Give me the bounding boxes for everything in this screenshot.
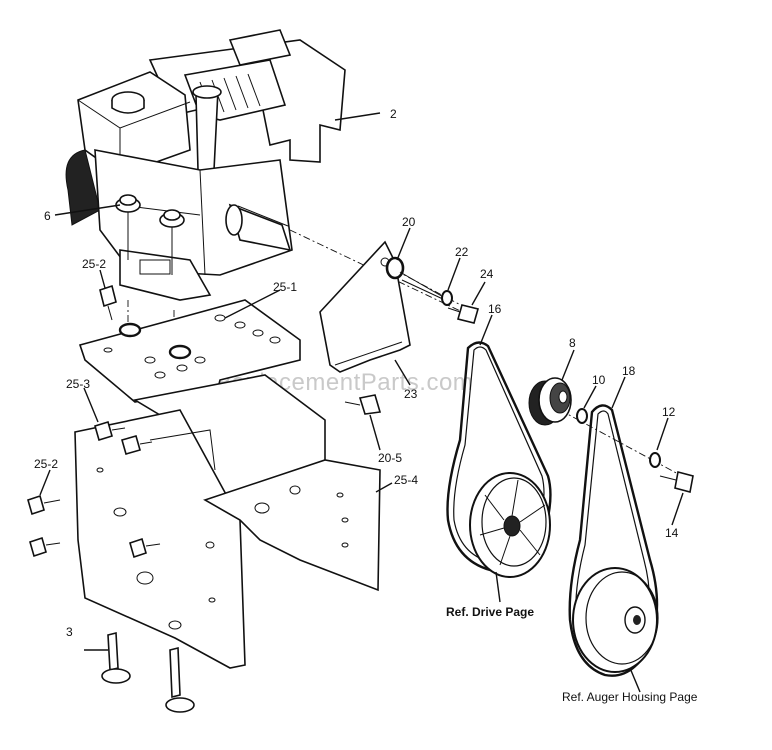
callout-25-4: 25-4 xyxy=(394,473,418,487)
engine xyxy=(65,29,346,301)
bolt-14 xyxy=(659,471,694,493)
callout-25-1: 25-1 xyxy=(273,280,297,294)
bottom-bolts xyxy=(101,631,195,713)
frame-panel xyxy=(74,374,381,669)
callout-25-2-upper: 25-2 xyxy=(82,257,106,271)
callout-22: 22 xyxy=(455,245,469,259)
washer-12 xyxy=(649,452,661,468)
callout-12: 12 xyxy=(662,405,676,419)
frame-bolts xyxy=(27,420,161,559)
engine-mount-plate xyxy=(78,299,301,411)
callout-8: 8 xyxy=(569,336,576,350)
callout-18: 18 xyxy=(622,364,636,378)
callout-20-5: 20-5 xyxy=(378,451,402,465)
engine-mount-studs xyxy=(115,194,185,275)
callout-23: 23 xyxy=(404,387,418,401)
drive-pulley xyxy=(469,472,551,578)
bolt-24 xyxy=(447,304,479,324)
callout-24: 24 xyxy=(480,267,494,281)
callout-25-2-lower: 25-2 xyxy=(34,457,58,471)
washer-10 xyxy=(576,408,588,424)
washer-20 xyxy=(385,256,405,280)
callout-14: 14 xyxy=(665,526,679,540)
bolt-25-2-upper xyxy=(99,284,117,321)
auger-pulley xyxy=(572,567,659,673)
callout-2: 2 xyxy=(390,107,397,121)
callout-10: 10 xyxy=(592,373,606,387)
bolt-20-5 xyxy=(344,394,382,415)
callout-16: 16 xyxy=(488,302,502,316)
washer-22 xyxy=(441,290,453,306)
leader-lines xyxy=(39,112,684,693)
ref-drive-page: Ref. Drive Page xyxy=(446,605,534,619)
engine-pulley-8 xyxy=(528,377,572,426)
callout-20: 20 xyxy=(402,215,416,229)
ref-auger-housing-page: Ref. Auger Housing Page xyxy=(562,690,698,704)
callout-6: 6 xyxy=(44,209,51,223)
callout-25-3: 25-3 xyxy=(66,377,90,391)
callout-3: 3 xyxy=(66,625,73,639)
